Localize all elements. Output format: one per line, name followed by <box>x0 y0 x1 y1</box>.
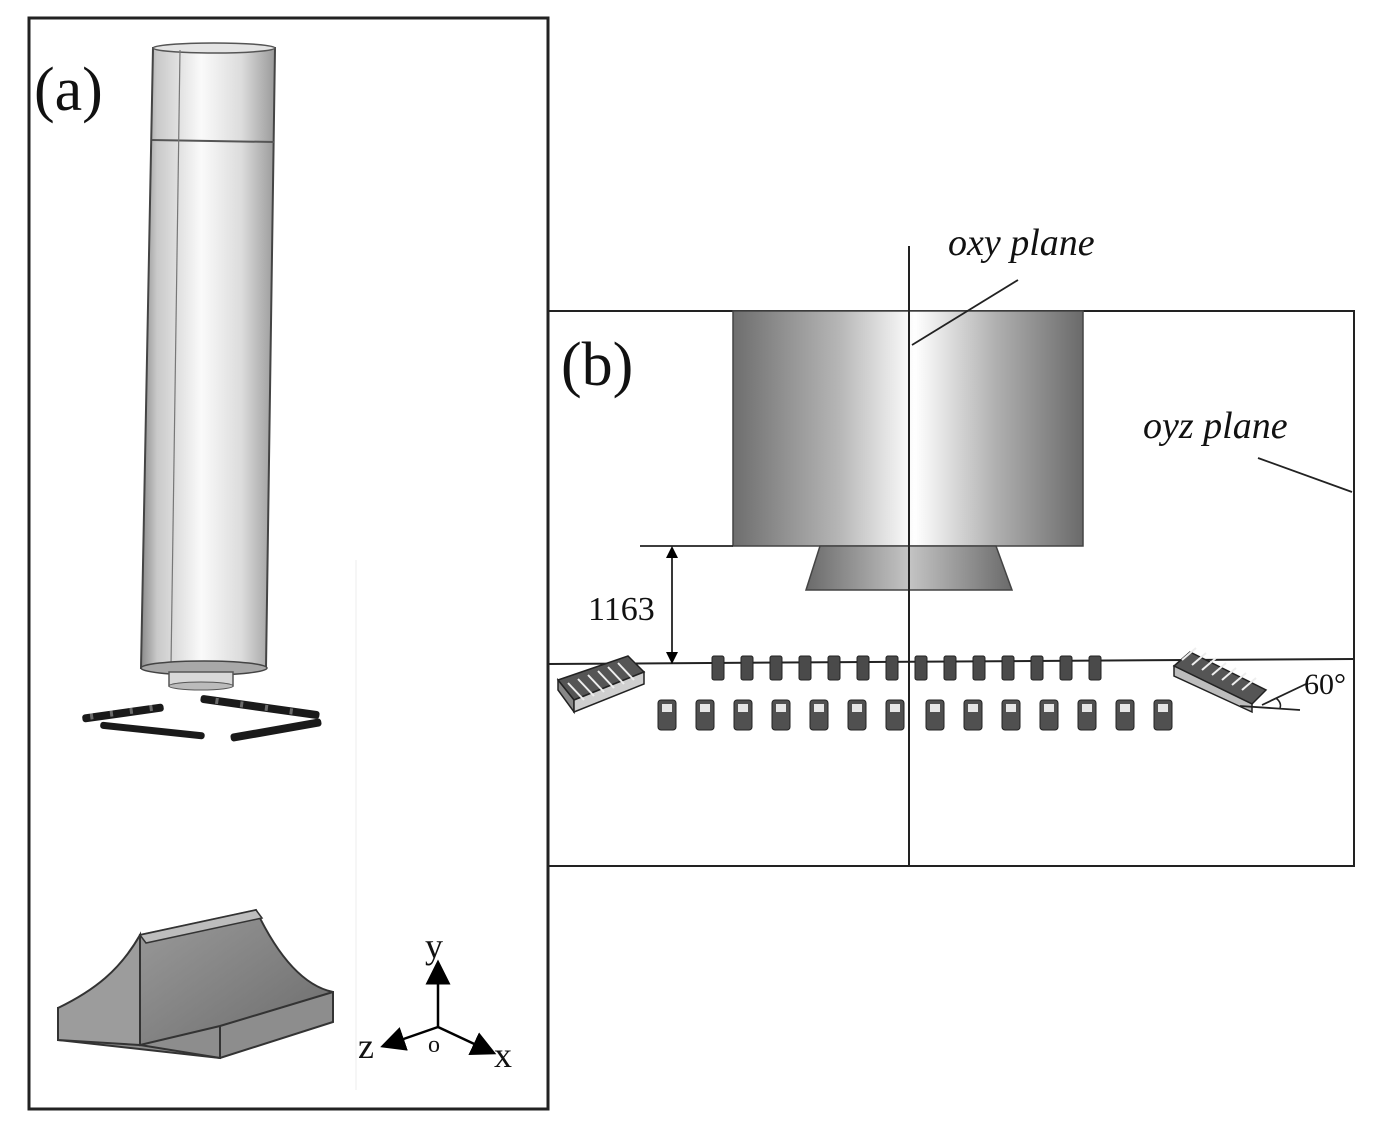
nozzle-cylinder <box>139 42 277 691</box>
axis-z-label: z <box>358 1026 374 1066</box>
angle-label: 60° <box>1304 668 1346 701</box>
axis-y-label: y <box>425 926 443 966</box>
oyz-plane-label: oyz plane <box>1143 405 1288 447</box>
distance-dimension: 1163 <box>588 545 733 664</box>
panel-b: (b) oxy plane oyz plane 1163 <box>547 222 1355 867</box>
left-angled-block-stack <box>556 655 646 715</box>
axis-x-label: x <box>494 1035 512 1075</box>
wedge-specimen <box>57 908 334 1060</box>
panel-b-label: (b) <box>561 331 633 399</box>
oxy-plane-leader <box>911 279 1019 346</box>
oyz-plane-leader <box>1257 457 1353 493</box>
panel-a-frame <box>27 16 550 1111</box>
axis-origin-label: o <box>428 1032 440 1058</box>
coordinate-axes: y z x o <box>358 926 512 1075</box>
panel-a: (a) <box>27 16 550 1111</box>
distance-label: 1163 <box>588 591 655 628</box>
oxy-plane-label: oxy plane <box>948 222 1095 264</box>
upper-block-row <box>711 655 1102 681</box>
right-angled-block-stack <box>1172 647 1268 714</box>
lower-block-row <box>657 699 1173 731</box>
block-rows-3d <box>82 695 322 742</box>
angle-annotation: 60° <box>1239 668 1346 711</box>
panel-a-label: (a) <box>34 56 103 124</box>
